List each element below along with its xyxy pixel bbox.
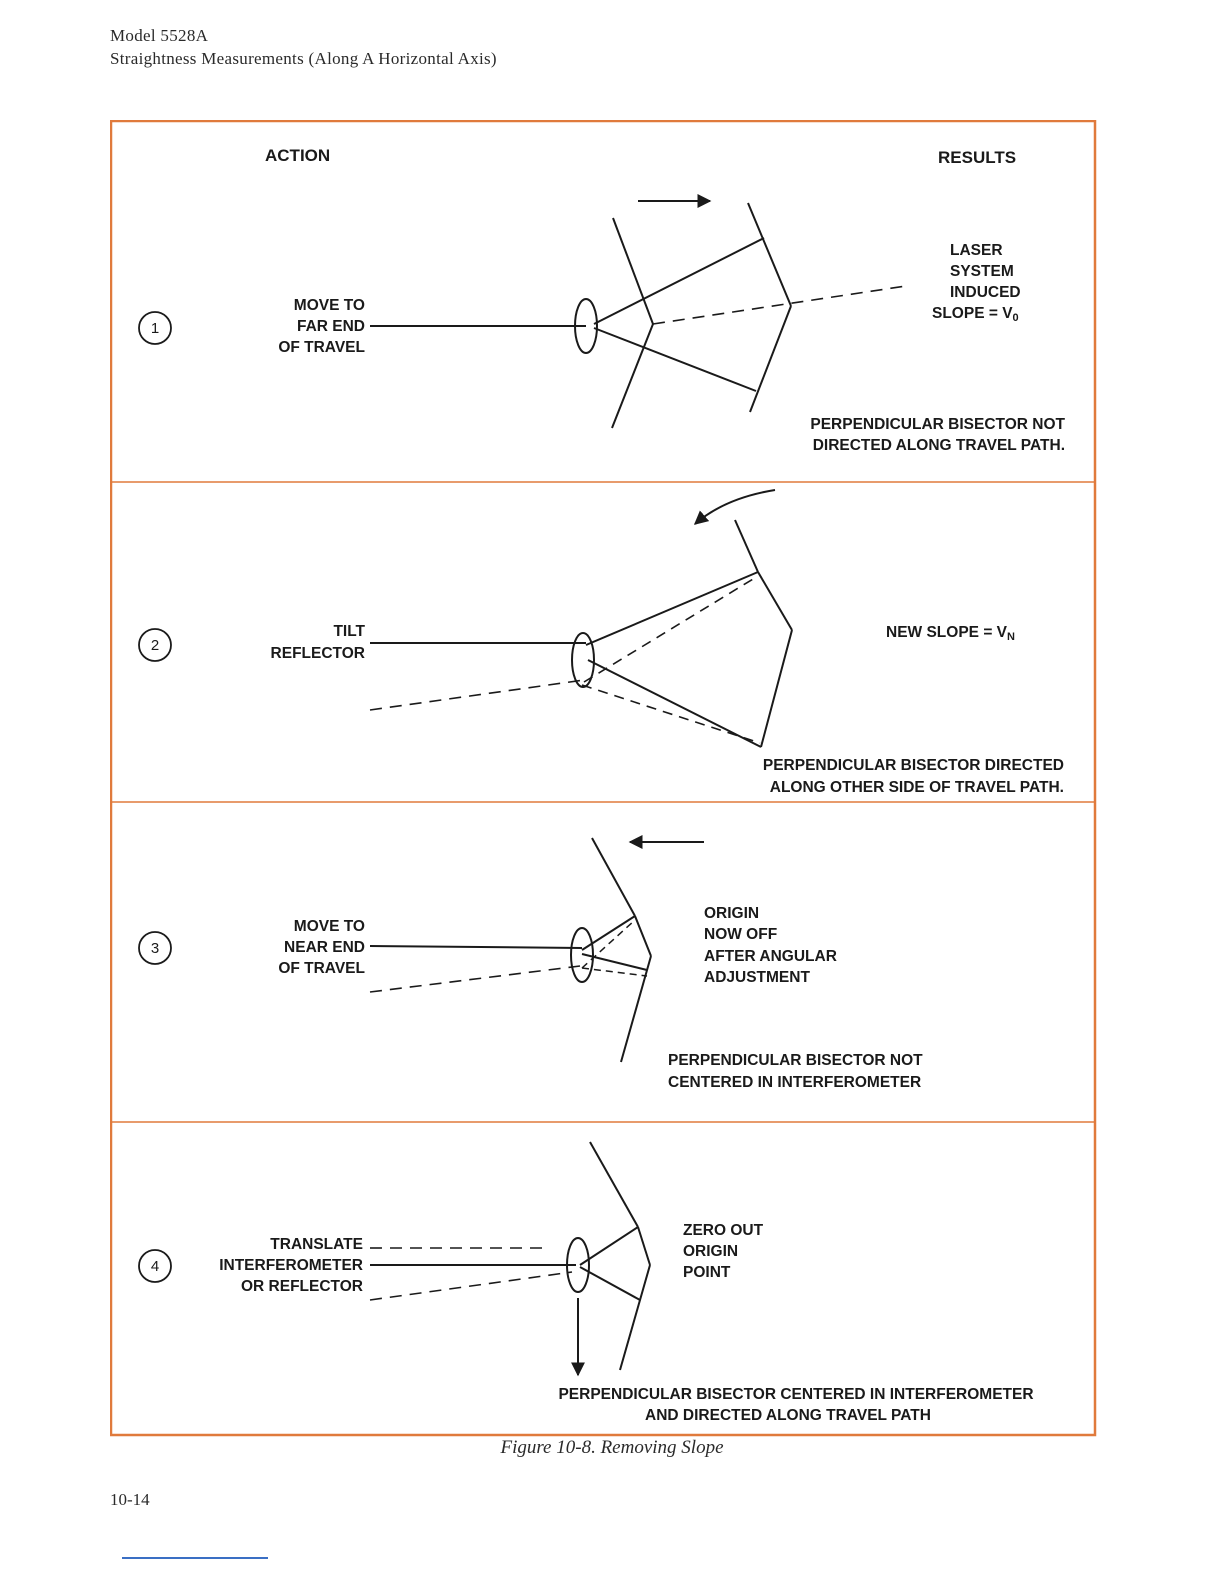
step-number-circle bbox=[138, 1249, 172, 1283]
action-label: NEAR END bbox=[284, 939, 365, 956]
ray-line bbox=[587, 659, 762, 748]
ray-line bbox=[579, 1226, 639, 1266]
note-label: PERPENDICULAR BISECTOR CENTERED IN INTER… bbox=[558, 1386, 1033, 1403]
ray-dashed-line bbox=[583, 575, 759, 683]
step-number: 4 bbox=[151, 1258, 159, 1275]
beam-dashed-line bbox=[369, 679, 585, 711]
note-label: PERPENDICULAR BISECTOR DIRECTED bbox=[763, 757, 1064, 774]
step-3-diagram bbox=[138, 835, 704, 1063]
result-label: ZERO OUT bbox=[683, 1222, 764, 1239]
note-label: PERPENDICULAR BISECTOR NOT bbox=[668, 1052, 923, 1069]
interferometer-icon bbox=[566, 1237, 590, 1293]
model-header: Model 5528A bbox=[110, 26, 209, 45]
action-label: MOVE TO bbox=[294, 918, 365, 935]
action-label: INTERFEROMETER bbox=[219, 1257, 363, 1274]
action-label: TRANSLATE bbox=[270, 1236, 363, 1253]
note-label: CENTERED IN INTERFEROMETER bbox=[668, 1074, 921, 1091]
reflector-line bbox=[634, 915, 652, 957]
result-label: SYSTEM bbox=[950, 263, 1014, 280]
tilt-arrow bbox=[693, 489, 776, 525]
reflector-line bbox=[757, 571, 793, 631]
ray-line bbox=[581, 915, 636, 951]
result-label: ORIGIN bbox=[704, 905, 759, 922]
note-label: DIRECTED ALONG TRAVEL PATH. bbox=[813, 437, 1065, 454]
slope-symbol: SLOPE = V bbox=[932, 305, 1013, 322]
step-number: 2 bbox=[151, 637, 159, 654]
step-number: 3 bbox=[151, 940, 159, 957]
footer-rule bbox=[122, 1557, 268, 1559]
result-label: NEW SLOPE = VN bbox=[886, 624, 1015, 643]
step-number-circle bbox=[138, 628, 172, 662]
interferometer-icon bbox=[571, 632, 595, 688]
interferometer-icon bbox=[570, 927, 594, 983]
step-number-circle bbox=[138, 311, 172, 345]
reflector-line bbox=[747, 202, 792, 307]
result-label: LASER bbox=[950, 242, 1003, 259]
result-label: NOW OFF bbox=[704, 926, 777, 943]
action-label: TILT bbox=[333, 623, 365, 640]
ray-line bbox=[593, 327, 757, 392]
step-number-circle bbox=[138, 931, 172, 965]
reflector-line bbox=[734, 519, 759, 573]
interferometer-icon bbox=[574, 298, 598, 354]
action-heading: ACTION bbox=[265, 146, 330, 165]
ray-dashed-line bbox=[581, 967, 648, 977]
ray-line bbox=[593, 237, 765, 325]
page-number: 10-14 bbox=[110, 1490, 150, 1509]
reflector-line bbox=[619, 1264, 651, 1371]
result-label: ORIGIN bbox=[683, 1243, 738, 1260]
step-number: 1 bbox=[151, 320, 159, 337]
step-4-diagram bbox=[138, 1141, 651, 1377]
reflector-line bbox=[637, 1226, 651, 1266]
slope-subscript: 0 bbox=[1013, 312, 1019, 324]
result-label: ADJUSTMENT bbox=[704, 969, 810, 986]
figure-caption: Figure 10-8. Removing Slope bbox=[500, 1437, 724, 1458]
ray-line bbox=[585, 571, 759, 646]
reflector-line bbox=[591, 837, 636, 917]
action-label: OF TRAVEL bbox=[278, 960, 365, 977]
beam-dashed-line bbox=[369, 1271, 573, 1301]
result-label: SLOPE = V0 bbox=[932, 305, 1019, 324]
action-label: OF TRAVEL bbox=[278, 339, 365, 356]
result-label: AFTER ANGULAR bbox=[704, 948, 837, 965]
figure-removing-slope: ACTION RESULTS bbox=[110, 120, 1097, 1437]
note-label: PERPENDICULAR BISECTOR NOT bbox=[810, 416, 1065, 433]
slope-subscript: N bbox=[1007, 631, 1015, 643]
figure-frame bbox=[110, 120, 1097, 1437]
result-label: INDUCED bbox=[950, 284, 1021, 301]
result-label: POINT bbox=[683, 1264, 731, 1281]
ray-dashed-line bbox=[581, 684, 761, 744]
ray-line bbox=[581, 953, 648, 971]
slope-symbol: NEW SLOPE = V bbox=[886, 624, 1008, 641]
reflector-line bbox=[612, 217, 654, 325]
action-label: REFLECTOR bbox=[271, 645, 365, 662]
note-label: AND DIRECTED ALONG TRAVEL PATH bbox=[645, 1407, 931, 1424]
note-label: ALONG OTHER SIDE OF TRAVEL PATH. bbox=[770, 779, 1064, 796]
reflector-line bbox=[760, 629, 793, 748]
action-label: MOVE TO bbox=[294, 297, 365, 314]
reflector-line bbox=[749, 305, 792, 413]
reflector-line bbox=[620, 955, 652, 1063]
step-1-diagram bbox=[138, 194, 907, 429]
ray-line bbox=[579, 1266, 641, 1301]
reflector-line bbox=[611, 323, 654, 429]
action-label: OR REFLECTOR bbox=[241, 1278, 363, 1295]
section-header: Straightness Measurements (Along A Horiz… bbox=[110, 49, 497, 68]
bisector-dashed-line bbox=[652, 285, 907, 325]
results-heading: RESULTS bbox=[938, 148, 1016, 167]
beam-dashed-line bbox=[369, 965, 581, 993]
reflector-line bbox=[589, 1141, 639, 1228]
beam-line bbox=[369, 945, 583, 949]
action-label: FAR END bbox=[297, 318, 365, 335]
step-2-diagram bbox=[138, 489, 793, 748]
